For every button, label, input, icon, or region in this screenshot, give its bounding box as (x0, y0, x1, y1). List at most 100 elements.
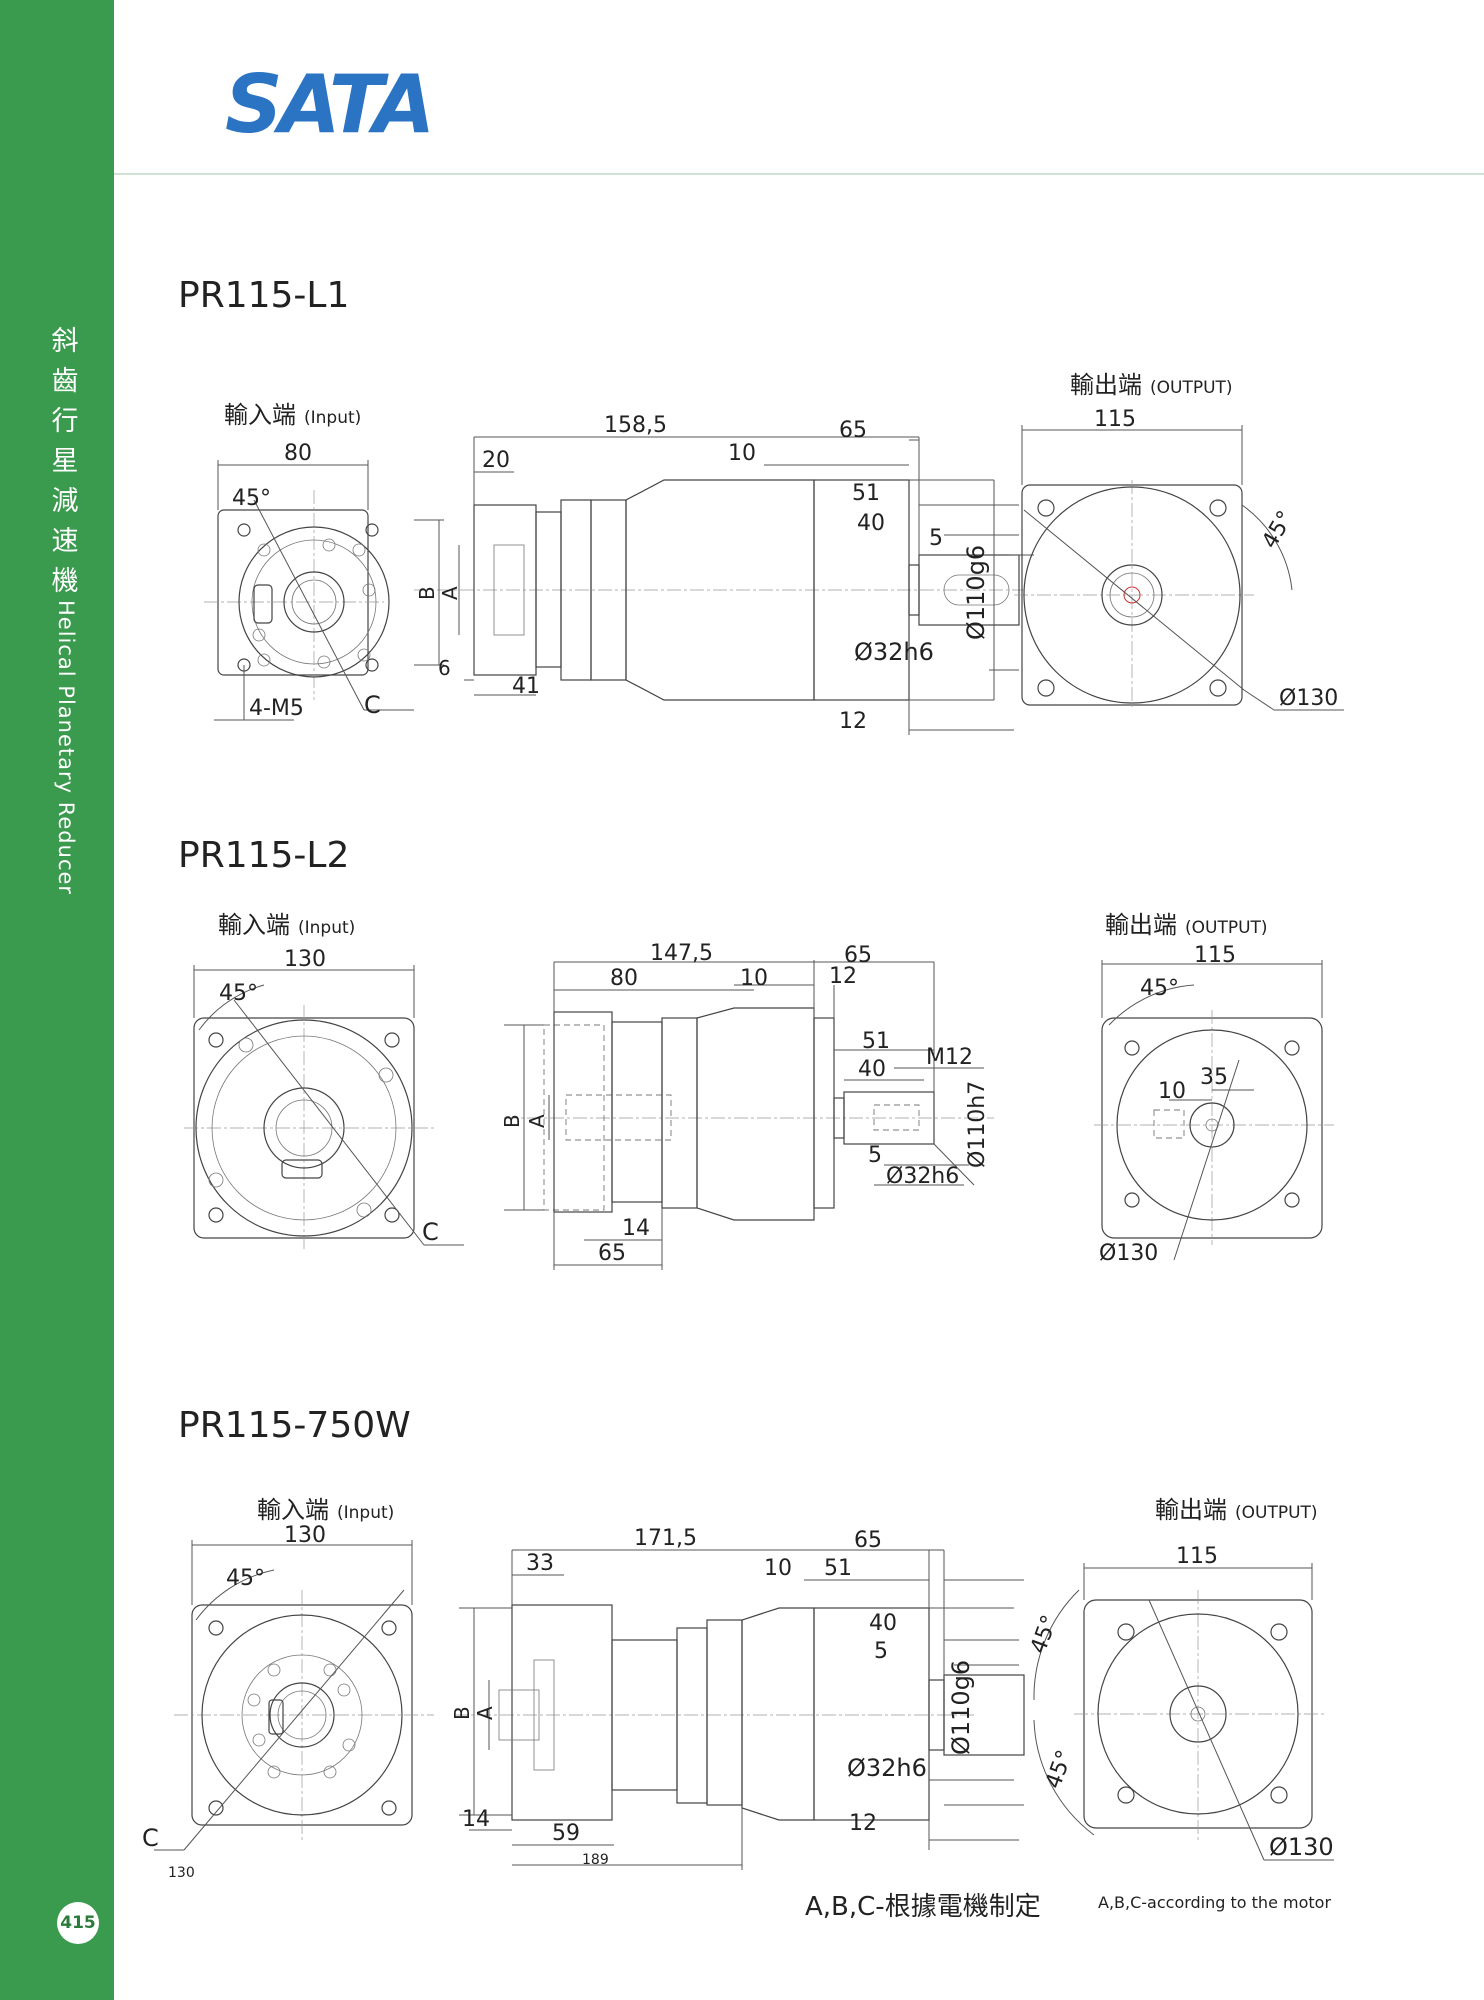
dim-label: 80 (284, 441, 312, 466)
input-label: 輸入端(Input) (224, 401, 362, 429)
dim-label: 130 (284, 1523, 326, 1548)
dim-label: A (438, 586, 462, 600)
dim-label: A (525, 1114, 549, 1128)
dim-label: 14 (462, 1807, 490, 1832)
output-label: 輸出端(OUTPUT) (1155, 1496, 1318, 1524)
dim-label: 41 (512, 674, 540, 699)
dim-label: 158,5 (604, 413, 667, 438)
dim-label: 51 (862, 1029, 890, 1054)
dim-label: Ø130 (1269, 1833, 1334, 1861)
dim-label: 115 (1094, 407, 1136, 432)
dim-label: 45° (1140, 976, 1179, 1001)
dim-label: 40 (857, 511, 885, 536)
dim-label: B (500, 1114, 524, 1128)
sidebar: 斜 齒 行 星 減 速 機 Helical Planetary Reducer … (0, 0, 114, 2000)
dim-label: 10 (740, 966, 768, 991)
dim-label: 130 (284, 947, 326, 972)
dim-label: 35 (1200, 1065, 1228, 1090)
dim-label: 115 (1176, 1544, 1218, 1569)
dim-label: 10 (764, 1556, 792, 1581)
dim-label: B (450, 1706, 474, 1720)
dim-label: Ø32h6 (854, 638, 934, 666)
model-title: PR115-L1 (178, 275, 350, 316)
l2-input-view: 130 45° C (184, 947, 464, 1250)
model-title: PR115-750W (178, 1405, 411, 1446)
dim-label: 80 (610, 966, 638, 991)
dim-label: B (415, 586, 439, 600)
header-divider (114, 173, 1484, 175)
dim-label: Ø130 (1279, 686, 1338, 711)
dim-label: C (364, 691, 381, 719)
page-number: 415 (57, 1902, 99, 1944)
output-label: 輸出端(OUTPUT) (1105, 911, 1268, 939)
input-label: 輸入端(Input) (218, 911, 356, 939)
dim-label: C (142, 1824, 159, 1852)
dim-label: Ø110g6 (962, 545, 990, 640)
dim-label: C (422, 1218, 439, 1246)
dim-label: 12 (849, 1811, 877, 1836)
sata-logo: SATA (225, 62, 435, 142)
footnote-chinese: A,B,C-根據電機制定 (805, 1892, 1041, 1922)
logo-text: SATA (225, 62, 431, 142)
dim-label: 4-M5 (249, 696, 304, 721)
l2-output-view: 115 45° 10 35 Ø130 (1094, 943, 1334, 1266)
dim-label: Ø110g6 (947, 1660, 975, 1755)
dim-label: 5 (868, 1143, 882, 1168)
dim-label: 147,5 (650, 941, 713, 966)
sidebar-char: 減 (51, 486, 79, 517)
input-label: 輸入端(Input) (257, 1496, 395, 1524)
dim-label: Ø130 (1099, 1241, 1158, 1266)
dim-label: 5 (929, 526, 943, 551)
dim-label: Ø110h7 (965, 1081, 990, 1168)
dim-label: 51 (852, 481, 880, 506)
dim-label: 20 (482, 448, 510, 473)
dim-label: 45° (226, 1566, 265, 1591)
l2-side-view: 147,5 80 10 65 12 51 40 M12 5 Ø32h6 14 6… (500, 941, 994, 1270)
output-label: 輸出端(OUTPUT) (1070, 371, 1233, 399)
dim-label: 45° (219, 981, 258, 1006)
sidebar-char: 行 (51, 406, 79, 437)
dim-label: 10 (728, 441, 756, 466)
dim-label: 12 (829, 964, 857, 989)
dim-label: 59 (552, 1821, 580, 1846)
dim-label: 115 (1194, 943, 1236, 968)
dim-label: 40 (869, 1611, 897, 1636)
small-dim-label: 189 (582, 1852, 609, 1868)
dim-label: 33 (526, 1551, 554, 1576)
dim-label: M12 (926, 1045, 973, 1070)
sidebar-chinese-title: 斜 齒 行 星 減 速 機 (50, 322, 80, 602)
dim-label: 51 (824, 1556, 852, 1581)
dim-label: 45° (1026, 1612, 1063, 1657)
drawing-pr115-750w: 130 45° C 171,5 (142, 1523, 1334, 1870)
750w-input-view: 130 45° C (142, 1523, 434, 1852)
dim-label: A (473, 1706, 497, 1720)
750w-side-view: 171,5 33 10 65 51 40 5 Ø32h6 12 14 59 B … (450, 1526, 1025, 1870)
sidebar-char: 星 (51, 446, 79, 477)
dim-label: 10 (1158, 1079, 1186, 1104)
dim-label: 14 (622, 1216, 650, 1241)
dim-label: 12 (839, 709, 867, 734)
drawing-pr115-l2: 130 45° C 147,5 80 (184, 941, 1334, 1270)
drawing-pr115-l1: 80 45° 4-M5 C (204, 407, 1344, 735)
dim-label: 65 (854, 1528, 882, 1553)
dim-label: 65 (844, 943, 872, 968)
dim-label: 171,5 (634, 1526, 697, 1551)
model-title: PR115-L2 (178, 835, 350, 876)
sidebar-char: 斜 (51, 326, 79, 357)
dim-label: 5 (874, 1639, 888, 1664)
sidebar-english-title: Helical Planetary Reducer (54, 600, 78, 896)
sidebar-char: 齒 (51, 366, 79, 397)
dim-label: Ø32h6 (886, 1164, 959, 1189)
750w-output-view: 115 45° 45° Ø130 (1026, 1544, 1334, 1861)
small-dim-label: 130 (168, 1865, 195, 1881)
l1-input-view: 80 45° 4-M5 C (204, 441, 414, 721)
dim-label: 65 (839, 418, 867, 443)
sidebar-char: 速 (51, 526, 79, 557)
footnote-english: A,B,C-according to the motor (1098, 1893, 1332, 1912)
dim-label: 6 (438, 656, 451, 680)
dim-label: 45° (232, 486, 271, 511)
dim-label: Ø32h6 (847, 1754, 927, 1782)
dim-label: 45° (1041, 1747, 1078, 1792)
dim-label: 40 (858, 1057, 886, 1082)
dim-label: 65 (598, 1241, 626, 1266)
